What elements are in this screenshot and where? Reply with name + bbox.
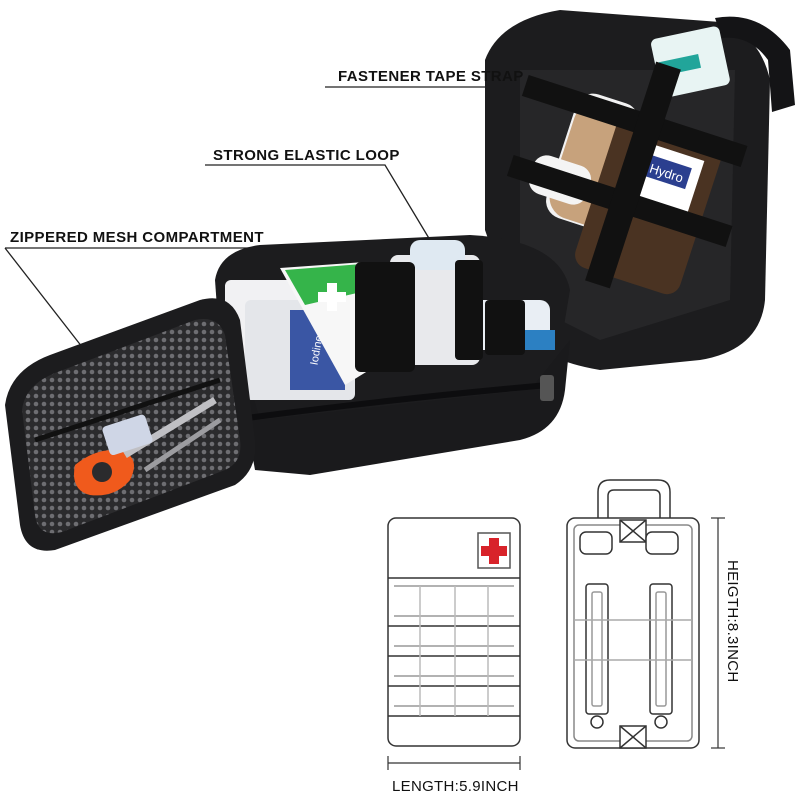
front-view-drawing (387, 517, 521, 747)
fastener-strap-vertical (585, 61, 681, 289)
zipper-pull (540, 375, 554, 401)
length-label: LENGTH:5.9INCH (392, 778, 519, 795)
front-view-outline (387, 517, 521, 747)
red-cross-icon (481, 538, 507, 564)
elastic-loop-1 (355, 262, 415, 372)
elastic-leader (205, 164, 431, 241)
callout-strong-elastic-loop: STRONG ELASTIC LOOP (213, 147, 400, 164)
callout-fastener-tape-strap: FASTENER TAPE STRAP (338, 68, 524, 85)
elastic-loop-3 (485, 300, 525, 355)
packet-label: Iodine (308, 335, 325, 367)
callout-zippered-mesh-compartment: ZIPPERED MESH COMPARTMENT (10, 229, 264, 246)
mesh-compartment (5, 298, 256, 551)
fastener-strap-1 (521, 74, 748, 167)
cross-icon (318, 283, 346, 311)
pouch-base: Iodine (215, 235, 570, 475)
elastic-loop-2 (455, 260, 483, 360)
handle-outline (597, 479, 671, 520)
back-view-drawing (566, 479, 700, 749)
pouch-handle (715, 16, 795, 113)
height-label: HEIGTH:8.3INCH (724, 560, 741, 683)
dimension-lines (387, 517, 725, 770)
mesh-item-pack (102, 414, 153, 456)
zipper-track (231, 382, 549, 423)
